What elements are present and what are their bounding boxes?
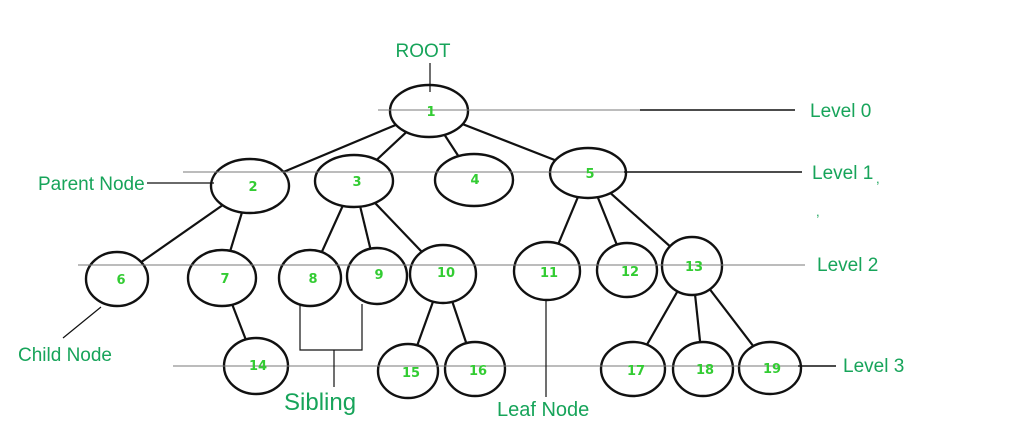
node-11-ellipse	[512, 240, 582, 302]
node-4-label: 4	[470, 173, 479, 188]
node-10-ellipse	[408, 243, 478, 305]
node-10-label: 10	[437, 266, 455, 281]
child-node-pointer-line	[62, 306, 102, 339]
node-2-label: 2	[248, 180, 257, 195]
node-17-label: 17	[627, 364, 645, 379]
sibling-bracket	[299, 304, 363, 351]
node-13-ellipse	[660, 235, 724, 297]
node-15-label: 15	[402, 366, 420, 381]
node-18-label: 18	[696, 363, 714, 378]
node-14-label: 14	[249, 359, 267, 374]
node-7-label: 7	[220, 272, 229, 287]
leaf-node-label: Leaf Node	[497, 399, 589, 421]
node-5-ellipse	[548, 146, 628, 200]
node-9-ellipse	[345, 246, 409, 306]
node-1-label: 1	[426, 105, 435, 120]
node-16-ellipse	[443, 340, 507, 398]
node-8-label: 8	[308, 272, 317, 287]
level-1-label: Level 1	[812, 163, 873, 184]
tree-node-ellipses	[84, 83, 803, 400]
node-5-label: 5	[585, 167, 594, 182]
node-7-ellipse	[186, 248, 258, 308]
node-12-ellipse	[595, 241, 659, 299]
node-12-label: 12	[621, 265, 639, 280]
node-19-label: 19	[763, 362, 781, 377]
annotation-pointers	[62, 63, 547, 397]
tree-node-labels: 1 2 3 4 5 6 7 8 9 10 11 12 13 14 15 16 1…	[116, 105, 781, 381]
node-3-label: 3	[352, 175, 361, 190]
node-9-label: 9	[374, 268, 383, 283]
node-8-ellipse	[277, 248, 343, 308]
node-11-label: 11	[540, 266, 558, 281]
node-19-ellipse	[737, 340, 803, 396]
sibling-label: Sibling	[284, 389, 356, 416]
level-2-label: Level 2	[817, 255, 878, 276]
stray-mark-2: ,	[816, 204, 820, 219]
node-16-label: 16	[469, 364, 487, 379]
level-lines	[78, 109, 836, 367]
stray-mark-1: ,	[876, 171, 880, 186]
annotation-labels: ROOT Level 0 Level 1 Level 2 Level 3 Par…	[18, 41, 904, 421]
child-node-label: Child Node	[18, 345, 112, 366]
node-15-ellipse	[376, 342, 440, 400]
node-17-ellipse	[599, 340, 667, 398]
node-6-label: 6	[116, 273, 125, 288]
level-0-label: Level 0	[810, 101, 871, 122]
node-4-ellipse	[433, 152, 515, 208]
node-13-label: 13	[685, 260, 703, 275]
node-1-ellipse	[388, 83, 470, 139]
level-3-label: Level 3	[843, 356, 904, 377]
root-label: ROOT	[396, 41, 451, 62]
node-18-ellipse	[671, 340, 735, 398]
tree-edges	[116, 109, 771, 372]
parent-node-label: Parent Node	[38, 174, 145, 195]
node-3-ellipse	[313, 153, 395, 209]
